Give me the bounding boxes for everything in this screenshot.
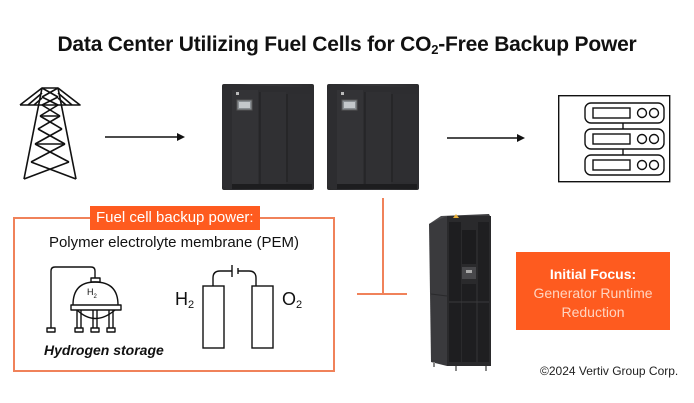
o2-label: O2 [282,289,303,311]
tank-label: H [87,287,94,297]
pem-fuel-cell-icon [202,265,274,349]
arrow-right-icon [105,133,185,141]
diagram-title: Data Center Utilizing Fuel Cells for CO2… [0,33,694,57]
server-rack-icon [557,94,671,183]
tank-h2-label: H2 [87,287,97,300]
connector-line [357,198,407,295]
copyright-notice: ©2024 Vertiv Group Corp. [540,364,679,378]
transmission-tower-icon [19,87,81,180]
initial-focus-box: Initial Focus: Generator Runtime Reducti… [516,252,670,330]
h2-label: H2 [175,289,195,311]
pem-subtitle: Polymer electrolyte membrane (PEM) [48,234,300,251]
arrow-right-icon [447,134,525,142]
tank-label-sub: 2 [93,293,97,300]
focus-line-2: Reduction [561,304,625,320]
fuel-cell-label: Fuel cell backup power: [90,206,260,230]
focus-line-1: Generator Runtime [533,285,653,301]
fuel-cell-cabinet-image [429,214,491,371]
focus-title: Initial Focus: [549,266,637,282]
title-subscript: 2 [431,42,439,57]
h2-text: H [175,289,188,309]
hydrogen-storage-caption: Hydrogen storage [44,342,164,358]
title-text-suffix: -Free Backup Power [438,33,637,56]
o2-sub: 2 [296,299,303,311]
o2-text: O [282,289,297,309]
ups-cabinet-image [327,84,419,190]
ups-cabinet-image [222,84,314,190]
title-text: Data Center Utilizing Fuel Cells for CO [57,33,432,56]
hydrogen-tank-icon [46,266,122,333]
h2-sub: 2 [188,299,195,311]
